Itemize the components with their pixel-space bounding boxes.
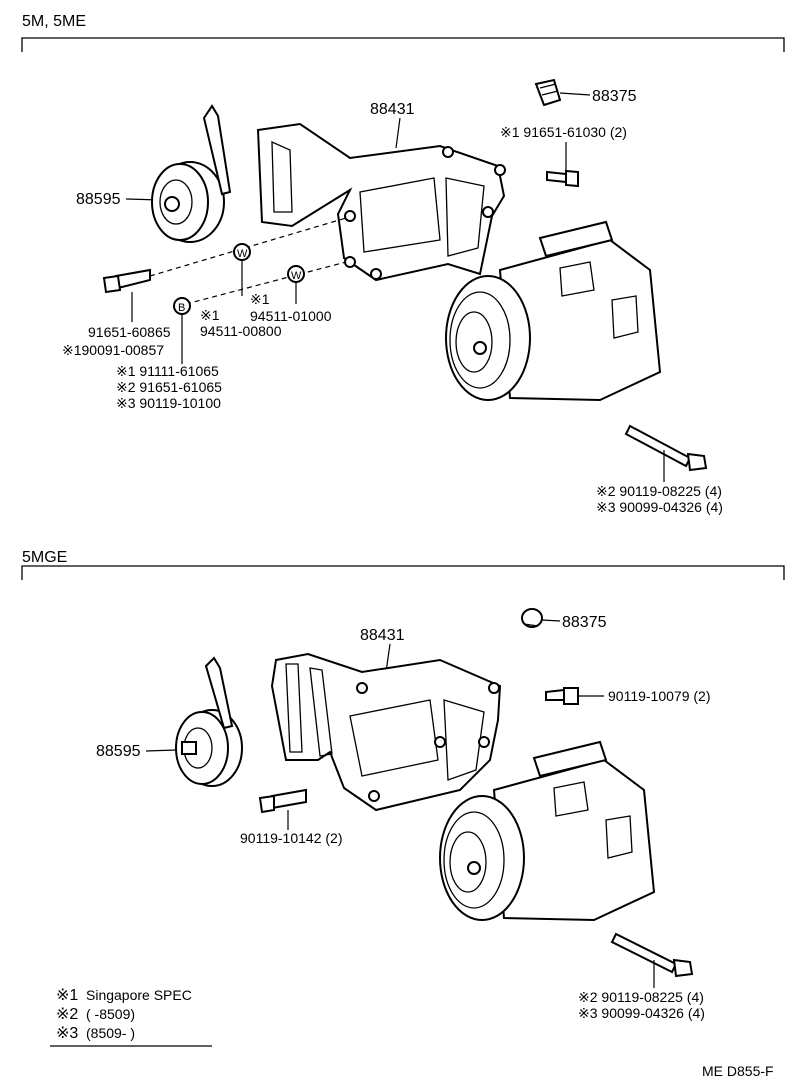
- washer-symbol-icon: W: [233, 243, 251, 261]
- legend-mark: ※1: [56, 987, 78, 1004]
- part-label: 94511-01000: [250, 308, 332, 324]
- compressor-icon: [445, 220, 662, 402]
- bolt-icon: [610, 932, 694, 978]
- bolt-icon: [258, 788, 307, 814]
- part-label: ※3 90099-04326 (4): [578, 1005, 705, 1021]
- section-bracket-line: [21, 565, 785, 580]
- bolt-icon: [102, 268, 151, 294]
- section-title: 5M, 5ME: [22, 13, 86, 30]
- legend-text: (8509- ): [86, 1025, 135, 1041]
- cap-icon: [521, 608, 543, 628]
- legend: ※1 Singapore SPEC ※2 ( -8509) ※3 (8509- …: [50, 987, 212, 1047]
- part-label: ※2 90119-08225 (4): [578, 989, 704, 1005]
- section-title: 5MGE: [22, 549, 67, 566]
- part-label: ※2 91651-61065: [116, 379, 222, 395]
- part-label: 94511-00800: [200, 323, 282, 339]
- svg-text:W: W: [237, 248, 248, 260]
- pulley-icon: [175, 709, 243, 787]
- bolt-icon: [204, 656, 234, 730]
- section-bracket-line: [21, 37, 785, 52]
- part-label: 88431: [370, 101, 415, 118]
- bolt-icon: [546, 169, 579, 188]
- part-label: ※3 90099-04326 (4): [596, 499, 723, 515]
- part-label: 88375: [562, 614, 607, 631]
- part-label: 88375: [592, 88, 637, 105]
- svg-text:B: B: [178, 302, 185, 314]
- part-label: 88595: [96, 743, 141, 760]
- washer-symbol-icon: W: [287, 265, 305, 283]
- part-label: 88595: [76, 191, 121, 208]
- legend-mark: ※2: [56, 1006, 78, 1023]
- diagram-code: ME D855-F: [702, 1063, 774, 1079]
- pulley-icon: [151, 161, 225, 243]
- bracket-icon: [256, 122, 506, 282]
- part-label: 91651-60865: [88, 324, 171, 340]
- compressor-icon: [439, 740, 656, 922]
- bolt-symbol-icon: B: [173, 297, 191, 315]
- part-label: ※190091-00857: [62, 342, 164, 358]
- part-label: ※1 91651-61030 (2): [500, 124, 627, 140]
- bolt-icon: [202, 104, 232, 196]
- legend-text: ( -8509): [86, 1006, 135, 1022]
- part-label: ※1: [200, 307, 220, 323]
- part-label: 90119-10142 (2): [240, 830, 342, 846]
- part-label: 90119-10079 (2): [608, 688, 710, 704]
- part-label: ※3 90119-10100: [116, 395, 221, 411]
- svg-text:W: W: [291, 270, 302, 282]
- legend-mark: ※3: [56, 1025, 78, 1042]
- part-label: ※1: [250, 291, 270, 307]
- bracket-icon: [270, 652, 502, 812]
- legend-text: Singapore SPEC: [86, 987, 192, 1003]
- part-label: 88431: [360, 627, 405, 644]
- part-label: ※1 91111-61065: [116, 363, 219, 379]
- part-label: ※2 90119-08225 (4): [596, 483, 722, 499]
- bolt-icon: [624, 424, 708, 472]
- bolt-icon: [545, 687, 579, 705]
- cap-icon: [534, 78, 562, 107]
